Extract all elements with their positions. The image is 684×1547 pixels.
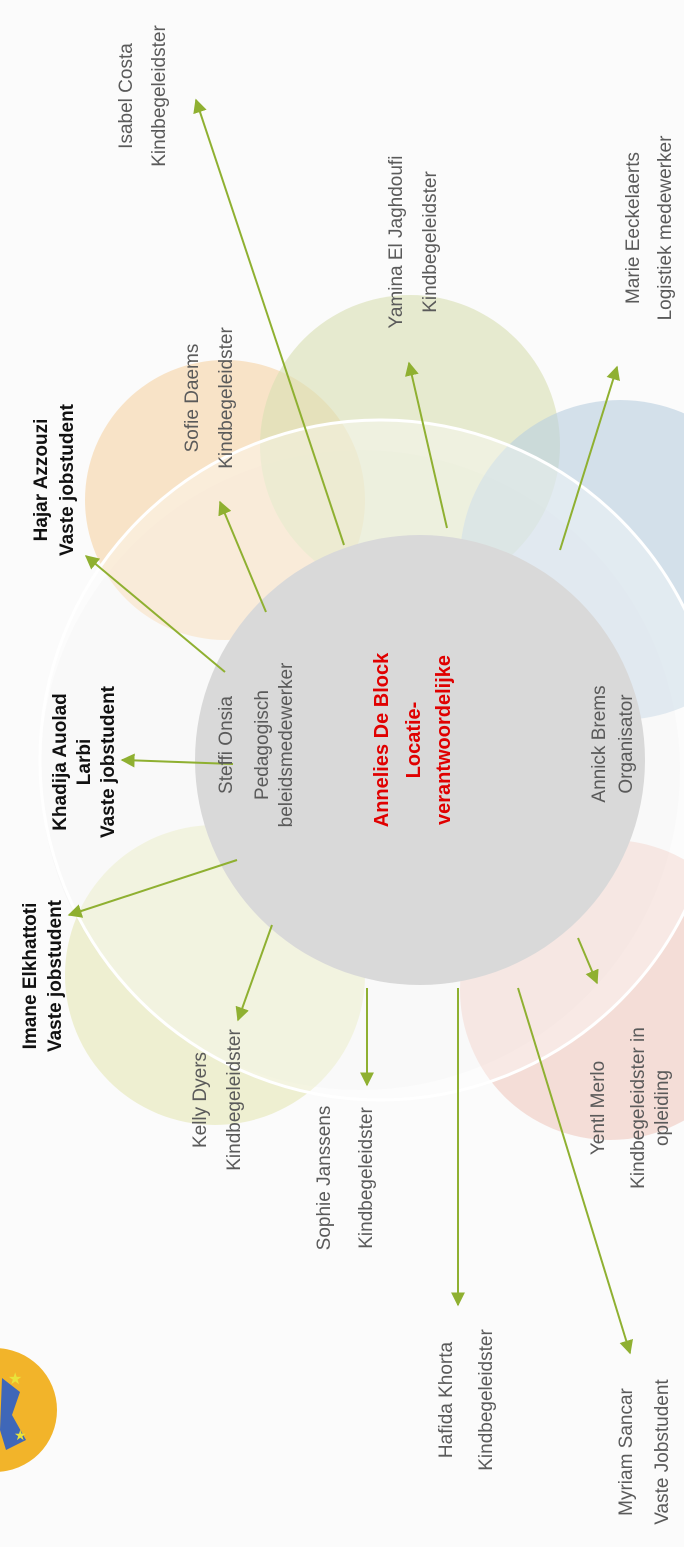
hajar-role: Vaste jobstudent	[57, 403, 78, 556]
hafida-name: Hafida Khorta	[436, 1341, 457, 1458]
yentl-role-2: opleiding	[652, 1070, 673, 1146]
isabel-role: Kindbegeleidster	[149, 25, 170, 167]
hajar-name: Hajar Azzouzi	[31, 419, 52, 542]
arrow-isabel	[193, 98, 345, 546]
yentl-name: Yentl Merlo	[588, 1061, 609, 1155]
imane-name: Imane Elkhattoti	[20, 903, 41, 1050]
center-role-1: Locatie-	[403, 702, 425, 779]
annick-name: Annick Brems	[589, 685, 610, 802]
khadija-name-2: Larbi	[74, 739, 95, 785]
center-name: Annelies De Block	[371, 652, 393, 827]
sofie-name: Sofie Daems	[182, 344, 203, 453]
center-role-2: verantwoordelijke	[433, 655, 455, 825]
steffi-role-1: Pedagogisch	[252, 690, 273, 800]
marie-name: Marie Eeckelaerts	[623, 152, 644, 304]
sofie-role: Kindbegeleidster	[216, 327, 237, 469]
arrow-kelly	[235, 924, 273, 1022]
myriam-role: Vaste Jobstudent	[652, 1379, 673, 1525]
arrow-yentl	[577, 937, 599, 985]
myriam-name: Myriam Sancar	[616, 1387, 637, 1515]
sophie-role: Kindbegeleidster	[356, 1107, 377, 1249]
steffi-role-2: beleidsmedewerker	[276, 662, 297, 827]
arrow-marie	[559, 365, 620, 551]
steffi-name: Steffi Onsia	[216, 696, 237, 794]
hafida-role: Kindbegeleidster	[476, 1329, 497, 1471]
sophie-name: Sophie Janssens	[314, 1106, 335, 1251]
marie-role: Logistiek medewerker	[655, 135, 676, 320]
khadija-role: Vaste jobstudent	[98, 685, 119, 838]
arrow-myriam	[517, 987, 633, 1355]
annick-role: Organisator	[616, 694, 637, 794]
kelly-name: Kelly Dyers	[190, 1052, 211, 1148]
arrow-sofie	[218, 500, 267, 613]
logo-star-icon: ★	[8, 1371, 22, 1388]
yamina-role: Kindbegeleidster	[420, 171, 441, 313]
logo: ★ ★	[0, 1348, 57, 1472]
imane-role: Vaste jobstudent	[45, 899, 66, 1052]
yamina-name: Yamina El Jaghdoufi	[386, 156, 407, 329]
logo-figure	[0, 1378, 26, 1450]
logo-star-icon-2: ★	[14, 1427, 27, 1443]
khadija-name-1: Khadija Auolad	[50, 693, 71, 831]
arrow-yamina	[405, 361, 448, 529]
center-circle	[195, 535, 645, 985]
arrow-group	[67, 98, 633, 1355]
kelly-role: Kindbegeleidster	[224, 1029, 245, 1171]
arrow-imane	[67, 859, 238, 918]
isabel-name: Isabel Costa	[116, 43, 137, 149]
arrow-hajar	[84, 555, 226, 673]
yentl-role-1: Kindbegeleidster in	[628, 1027, 649, 1189]
arrow-khadija	[120, 753, 234, 768]
